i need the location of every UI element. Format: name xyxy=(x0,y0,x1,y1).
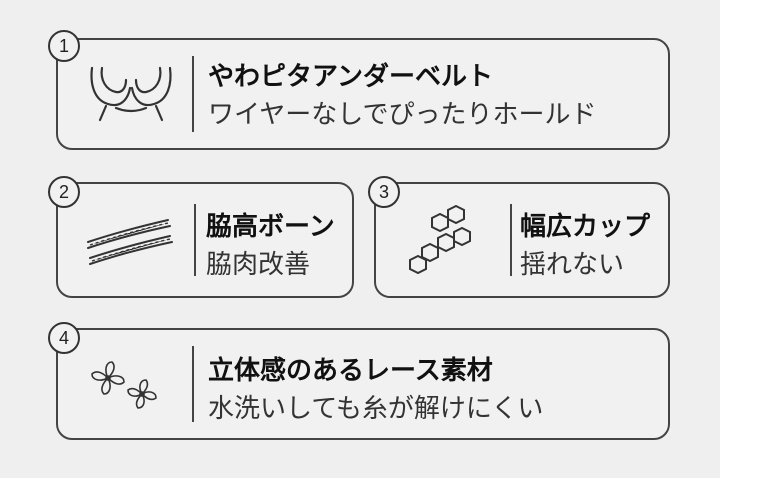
feature-number-4: 4 xyxy=(48,322,80,354)
side-bone-icon xyxy=(87,219,173,265)
feature-card-3 xyxy=(374,182,670,298)
card-1-divider xyxy=(192,56,194,132)
feature-subtitle-3: 揺れない xyxy=(520,250,625,280)
card-4-divider xyxy=(192,346,194,422)
feature-title-2: 脇高ボーン xyxy=(206,212,335,242)
feature-card-1 xyxy=(56,38,670,150)
lace-flower-icon xyxy=(91,361,157,409)
feature-title-4: 立体感のあるレース素材 xyxy=(208,356,493,386)
card-3-divider xyxy=(510,204,512,276)
feature-title-1: やわピタアンダーベルト xyxy=(208,62,493,92)
feature-title-3: 幅広カップ xyxy=(520,212,651,242)
card-2-divider xyxy=(194,204,196,276)
bra-underband-icon xyxy=(90,66,172,122)
feature-subtitle-2: 脇肉改善 xyxy=(206,250,311,280)
feature-subtitle-1: ワイヤーなしでぴったりホールド xyxy=(208,100,597,130)
feature-number-2: 2 xyxy=(48,176,80,208)
honeycomb-cup-icon xyxy=(409,204,471,275)
feature-number-3: 3 xyxy=(368,176,400,208)
feature-subtitle-4: 水洗いしても糸が解けにくい xyxy=(208,394,544,424)
feature-number-1: 1 xyxy=(48,30,80,62)
features-panel: 1 やわピタアンダーベルト ワイヤーなしでぴったりホールド 2 脇高ボーン 脇肉… xyxy=(0,0,720,478)
feature-card-4 xyxy=(56,328,670,440)
